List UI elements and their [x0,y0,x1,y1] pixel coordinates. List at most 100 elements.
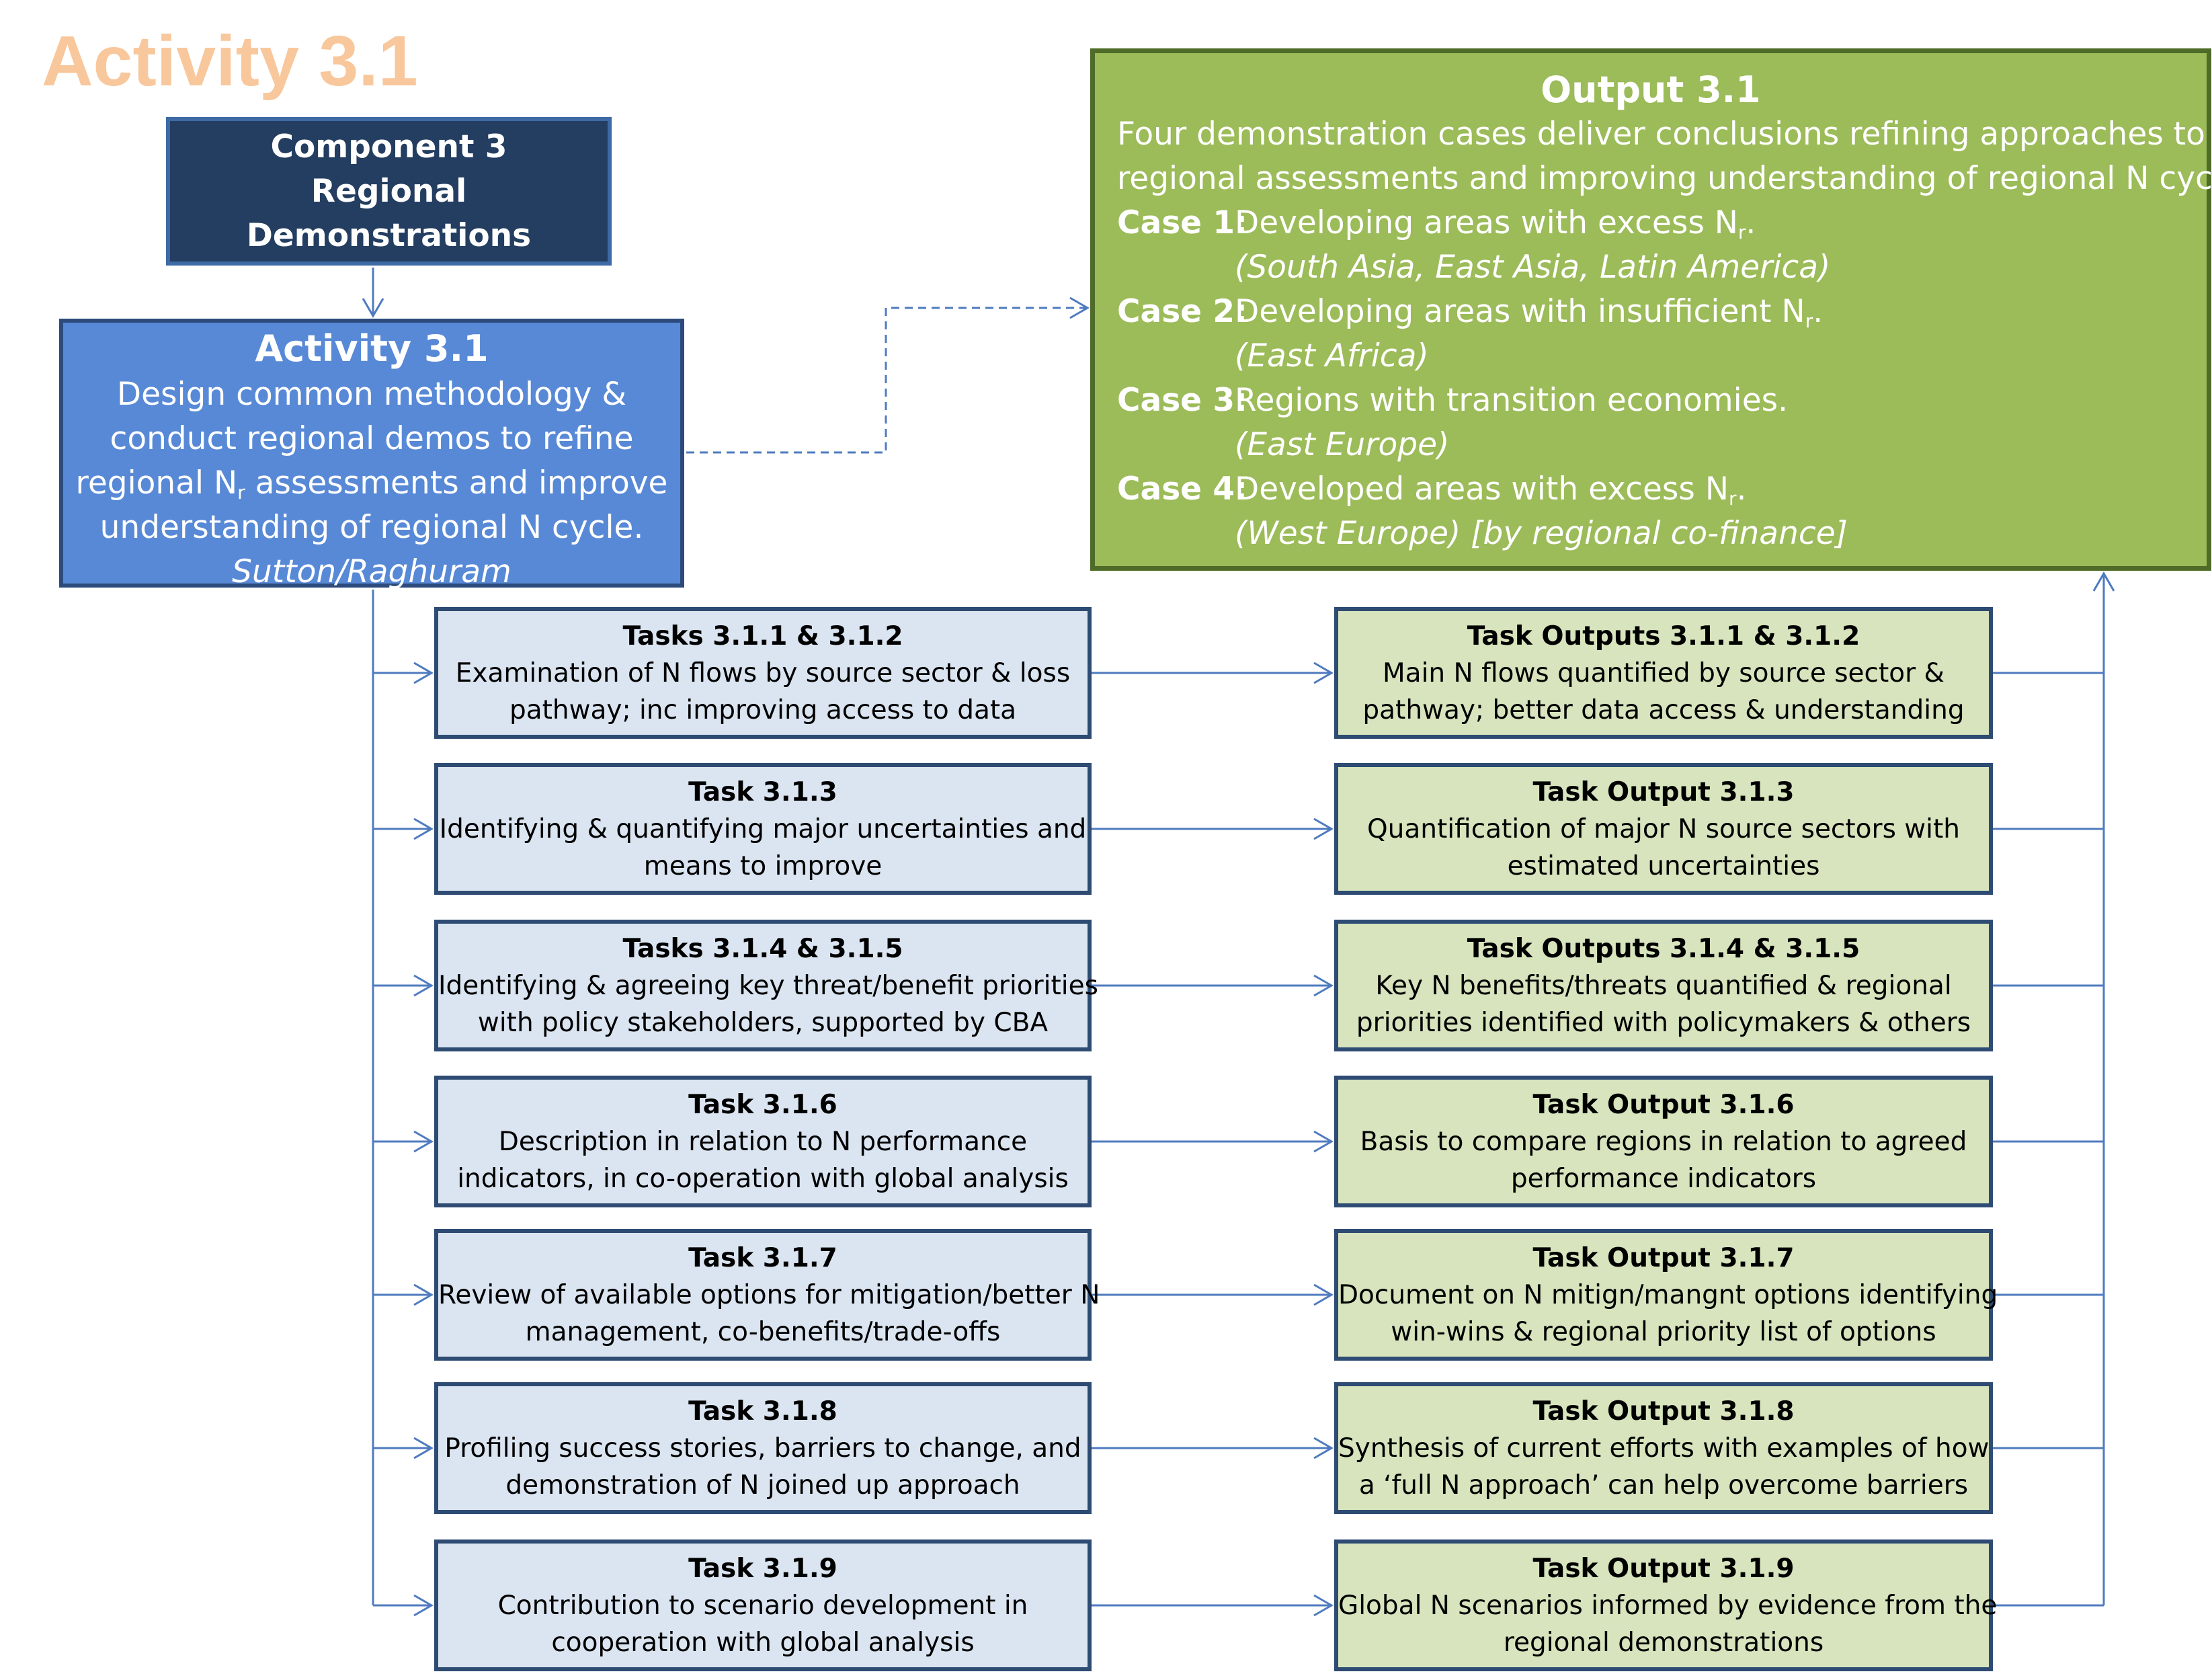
task-to-output-arrowhead [1313,1594,1334,1617]
task-output-desc-line-1: Synthesis of current efforts with exampl… [1338,1433,1990,1464]
case-region: (South Asia, East Asia, Latin America) [1235,249,1831,286]
task-desc-line-2: pathway; inc improving access to data [509,694,1017,725]
case-row: Case 4:Developed areas with excess Nr. [1117,467,2207,512]
activity-desc-line-2: conduct regional demos to refine [110,420,634,457]
task-to-output-arrowhead [1313,1130,1334,1153]
task-desc-line-1: Description in relation to N performance [498,1126,1028,1157]
task-output-desc-line-2: regional demonstrations [1503,1627,1824,1658]
case-label: Case 2: [1117,293,1247,330]
task-desc-line-1: Contribution to scenario development in [497,1590,1028,1621]
task-output-title: Task Outputs 3.1.1 & 3.1.2 [1467,621,1860,651]
task-output-title: Task Outputs 3.1.4 & 3.1.5 [1467,933,1860,964]
case-description: Developing areas with insufficient Nr. [1235,290,1823,334]
activity-desc-line-1: Design common methodology & [116,376,627,413]
task-desc-line-2: indicators, in co-operation with global … [457,1163,1069,1194]
task-desc-line-1: Examination of N flows by source sector … [455,657,1071,688]
case-row: Case 2:Developing areas with insufficien… [1117,290,2207,334]
task-output-desc-line-2: estimated uncertainties [1507,850,1820,881]
task-desc-line-1: Review of available options for mitigati… [438,1279,1100,1310]
task-output-desc-line-1: Main N flows quantified by source sector… [1383,657,1944,688]
task-to-output-arrowhead [1313,974,1334,997]
activity-leads: Sutton/Raghuram [232,553,511,590]
case-label: Case 1: [1117,204,1247,241]
output-collector-arrowhead [2092,571,2115,592]
task-title: Task 3.1.8 [688,1396,837,1427]
case-list: Case 1:Developing areas with excess Nr.(… [1117,201,2207,556]
component-to-activity-arrowhead [362,298,384,319]
activity-box: Activity 3.1 Design common methodology &… [59,319,684,590]
page-title: Activity 3.1 [42,22,418,101]
component-name: Regional Demonstrations [246,172,532,254]
case-description: Developed areas with excess Nr. [1235,467,1746,512]
task-output-desc-line-1: Basis to compare regions in relation to … [1360,1126,1967,1157]
task-title: Task 3.1.6 [688,1089,837,1120]
task-title: Tasks 3.1.1 & 3.1.2 [622,621,903,651]
case-description-end: . [1746,204,1756,241]
task-output-title: Task Output 3.1.3 [1532,776,1795,807]
task-desc-line-2: with policy stakeholders, supported by C… [477,1007,1049,1038]
activity-to-output-arrowhead [1069,296,1090,319]
activity-to-task-arrowhead [413,1130,434,1153]
task-desc-line-1: Identifying & quantifying major uncertai… [439,813,1087,844]
case-description-subscript: r [1737,221,1746,243]
activity-to-task-arrowhead [413,662,434,684]
task-desc-line-2: management, co-benefits/trade-offs [525,1316,1001,1347]
task-desc-line-1: Identifying & agreeing key threat/benefi… [438,970,1098,1001]
case-row: Case 3:Regions with transition economies… [1117,378,2207,423]
case-description: Regions with transition economies. [1235,378,1788,423]
task-title: Task 3.1.9 [688,1553,837,1584]
case-description-text: Regions with transition economies. [1235,382,1789,419]
activity-desc-line-3: regional Nr assessments and improve [63,461,680,506]
output-title: Output 3.1 [1541,69,1761,111]
activity-to-task-arrowhead [413,1283,434,1306]
task-output-title: Task Output 3.1.8 [1532,1396,1795,1427]
task-output-desc-line-2: pathway; better data access & understand… [1362,694,1965,725]
case-label: Case 3: [1117,382,1247,419]
output-box: Output 3.1 Four demonstration cases deli… [1090,48,2212,571]
case-region: (West Europe) [by regional co-finance] [1235,515,1848,552]
task-title: Task 3.1.7 [688,1242,837,1273]
case-description-subscript: r [1805,310,1813,332]
activity-desc-line-4: understanding of regional N cycle. [99,509,644,546]
case-description-subscript: r [1728,487,1737,510]
case-row: Case 1:Developing areas with excess Nr. [1117,201,2207,245]
activity-to-task-arrowhead [413,974,434,997]
case-description: Developing areas with excess Nr. [1235,201,1756,245]
task-desc-line-2: cooperation with global analysis [551,1627,975,1658]
task-output-title: Task Output 3.1.7 [1532,1242,1795,1273]
task-output-desc-line-2: win-wins & regional priority list of opt… [1391,1316,1936,1347]
output-intro-line-1: Four demonstration cases deliver conclus… [1117,116,2205,153]
task-title: Tasks 3.1.4 & 3.1.5 [622,933,903,964]
task-desc-line-1: Profiling success stories, barriers to c… [444,1433,1081,1464]
activity-to-task-arrowhead [413,817,434,840]
case-description-end: . [1736,471,1747,508]
task-desc-line-2: demonstration of N joined up approach [505,1470,1020,1501]
activity-desc-line-3-pre: regional N [75,465,238,502]
task-output-desc-line-1: Key N benefits/threats quantified & regi… [1375,970,1952,1001]
task-output-title: Task Output 3.1.6 [1532,1089,1795,1120]
case-description-text: Developing areas with excess N [1235,204,1738,241]
case-description-text: Developing areas with insufficient N [1235,293,1805,330]
component-number: Component 3 [270,128,507,165]
activity-to-task-arrowhead [413,1437,434,1459]
task-output-desc-line-2: priorities identified with policymakers … [1356,1007,1971,1038]
task-output-desc-line-2: performance indicators [1510,1163,1817,1194]
task-output-desc-line-1: Global N scenarios informed by evidence … [1338,1590,1998,1621]
task-output-desc-line-1: Quantification of major N source sectors… [1366,813,1961,844]
task-output-desc-line-1: Document on N mitign/mangnt options iden… [1338,1279,1998,1310]
